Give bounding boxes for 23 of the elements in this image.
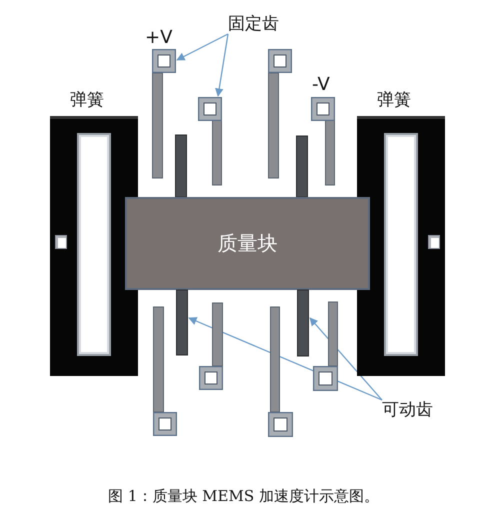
fixed-tooth bbox=[311, 97, 335, 185]
fixed-tooth bbox=[198, 97, 222, 185]
leader-arrow bbox=[215, 34, 229, 97]
fixed-tooth bbox=[313, 302, 338, 389]
fixed-tooth bbox=[199, 303, 223, 389]
fixed-tooth bbox=[268, 49, 292, 178]
movable-tooth bbox=[176, 290, 188, 355]
spring-label: 弹簧 bbox=[70, 90, 104, 110]
callout-label: 可动齿 bbox=[382, 400, 433, 420]
proof-mass: 质量块 bbox=[125, 197, 370, 290]
callout-label: 固定齿 bbox=[228, 14, 279, 34]
leader-arrow bbox=[188, 317, 382, 401]
spring-label: 弹簧 bbox=[377, 90, 411, 110]
fixed-tooth bbox=[268, 307, 293, 436]
fixed-tooth bbox=[152, 49, 176, 178]
leader-arrow bbox=[176, 33, 228, 61]
voltage-label: -V bbox=[312, 75, 330, 95]
movable-tooth bbox=[296, 136, 308, 197]
movable-tooth bbox=[297, 290, 309, 356]
fixed-tooth bbox=[153, 307, 177, 436]
movable-tooth bbox=[175, 135, 187, 197]
figure-caption: 图 1：质量块 MEMS 加速度计示意图。 bbox=[107, 486, 380, 506]
voltage-label: +V bbox=[145, 28, 172, 48]
